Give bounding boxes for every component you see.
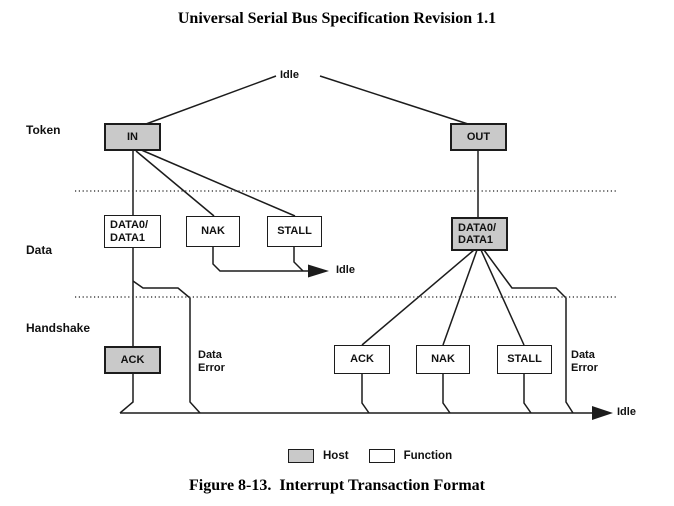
idle-label-bottom: Idle: [617, 406, 636, 418]
wire-idle-to-in: [145, 75, 277, 125]
wire-ack-out-to-rail: [361, 374, 370, 414]
wire-data-to-stall-out: [480, 249, 525, 346]
node-ack-out: ACK: [334, 345, 390, 374]
node-token-out: OUT: [450, 123, 507, 151]
wire-in-to-stall: [138, 148, 296, 217]
wire-in-to-nak: [135, 150, 215, 217]
wire-nak-to-idle: [212, 247, 308, 272]
function-swatch-icon: [368, 449, 395, 463]
legend: Host Function: [288, 449, 452, 463]
wire-idle-to-out: [319, 75, 469, 125]
wire-data-to-ack-rail: [119, 246, 134, 414]
idle-label-top: Idle: [280, 69, 299, 81]
legend-function-label: Function: [403, 450, 453, 462]
data-error-label-left: Data Error: [198, 349, 225, 375]
row-label-token: Token: [26, 123, 61, 137]
wire-data-error-left: [132, 280, 201, 414]
node-ack-handshake: ACK: [104, 346, 161, 374]
arrowhead-mid-idle-icon: [308, 264, 329, 278]
wire-stall-to-idle: [293, 247, 304, 272]
row-label-handshake: Handshake: [26, 321, 91, 335]
row-label-data: Data: [26, 243, 53, 257]
host-swatch-icon: [288, 449, 314, 463]
data-error-label-right: Data Error: [571, 349, 598, 375]
node-stall-in: STALL: [267, 216, 322, 247]
node-token-in: IN: [104, 123, 161, 151]
node-nak-out: NAK: [416, 345, 470, 374]
wire-nak-out-to-rail: [442, 374, 451, 414]
arrowhead-bottom-idle-icon: [592, 406, 613, 420]
legend-host-label: Host: [323, 450, 349, 462]
idle-label-mid: Idle: [336, 264, 355, 276]
node-data0-data1-out: DATA0/ DATA1: [451, 217, 508, 251]
wire-data-error-right: [483, 249, 574, 414]
page-title: Universal Serial Bus Specification Revis…: [177, 10, 497, 27]
node-data0-data1-in: DATA0/ DATA1: [104, 215, 161, 248]
wire-stall-out-to-rail: [523, 374, 532, 414]
node-nak-in: NAK: [186, 216, 240, 247]
node-stall-out: STALL: [497, 345, 552, 374]
figure-caption: Figure 8-13. Interrupt Transaction Forma…: [189, 477, 485, 494]
